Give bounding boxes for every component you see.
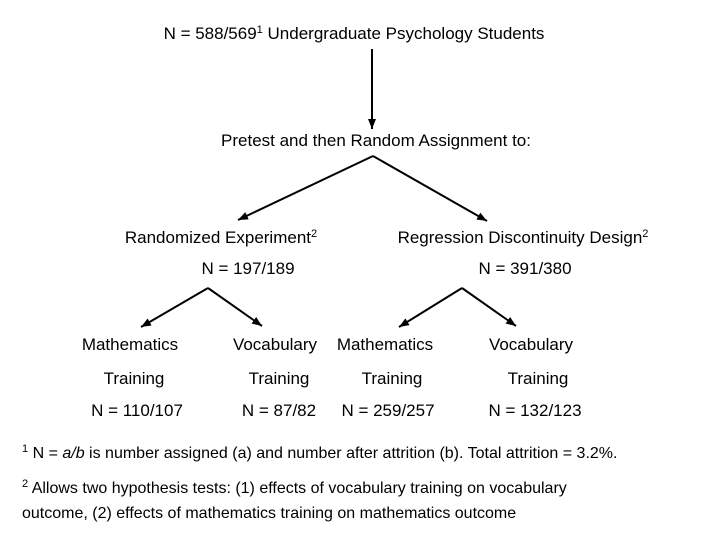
footnote-1-post: is number assigned (a) and number after …: [84, 445, 618, 462]
re-vocabulary-n: N = 87/82: [241, 401, 317, 420]
randomized-experiment-label: Randomized Experiment2: [125, 228, 317, 247]
regression-discontinuity-n: N = 391/380: [478, 259, 572, 278]
re-vocabulary-label: Vocabulary: [232, 335, 318, 354]
footnote-1: 1 N = a/b is number assigned (a) and num…: [22, 441, 714, 466]
root-footnote-marker: 1: [256, 24, 263, 36]
footnote-1-pre: N =: [28, 445, 63, 462]
re-mathematics-label: Mathematics: [81, 335, 179, 354]
root-n-text: N = 588/569: [163, 24, 257, 43]
rdd-mathematics-n: N = 259/257: [341, 401, 435, 420]
rdd-vocabulary-label: Vocabulary: [488, 335, 574, 354]
footnote-1-ab-italic: a/b: [62, 445, 85, 462]
footnote-2-marker: 2: [22, 478, 29, 490]
rdd-mathematics-label: Mathematics: [336, 335, 434, 354]
regression-discontinuity-footnote-marker: 2: [642, 228, 649, 240]
rdd-mathematics-training-label: Training: [361, 369, 423, 388]
arrow-rdd-to-vocabulary: [461, 287, 517, 327]
root-node-label: N = 588/5691 Undergraduate Psychology St…: [164, 24, 545, 43]
root-population-text: Undergraduate Psychology Students: [262, 24, 545, 43]
footnote-2-line2: outcome, (2) effects of mathematics trai…: [22, 505, 517, 522]
randomized-experiment-text: Randomized Experiment: [124, 228, 312, 247]
re-mathematics-n: N = 110/107: [91, 401, 183, 420]
re-vocabulary-training-label: Training: [248, 369, 310, 388]
footnote-1-marker: 1: [22, 443, 29, 455]
arrow-re-to-mathematics: [140, 287, 209, 328]
footnote-2-line1: Allows two hypothesis tests: (1) effects…: [28, 480, 567, 497]
pretest-node-label: Pretest and then Random Assignment to:: [221, 131, 531, 150]
arrow-pretest-to-regression-discontinuity: [372, 155, 488, 222]
rdd-vocabulary-n: N = 132/123: [488, 401, 582, 420]
arrow-pretest-to-randomized-experiment: [237, 155, 374, 221]
rdd-vocabulary-training-label: Training: [507, 369, 569, 388]
randomized-experiment-footnote-marker: 2: [311, 228, 318, 240]
footnote-2: 2 Allows two hypothesis tests: (1) effec…: [22, 476, 714, 526]
arrow-rdd-to-mathematics: [398, 287, 463, 328]
re-mathematics-training-label: Training: [103, 369, 165, 388]
randomized-experiment-n: N = 197/189: [201, 259, 295, 278]
arrow-re-to-vocabulary: [207, 287, 263, 327]
regression-discontinuity-text: Regression Discontinuity Design: [397, 228, 643, 247]
regression-discontinuity-label: Regression Discontinuity Design2: [398, 228, 649, 247]
